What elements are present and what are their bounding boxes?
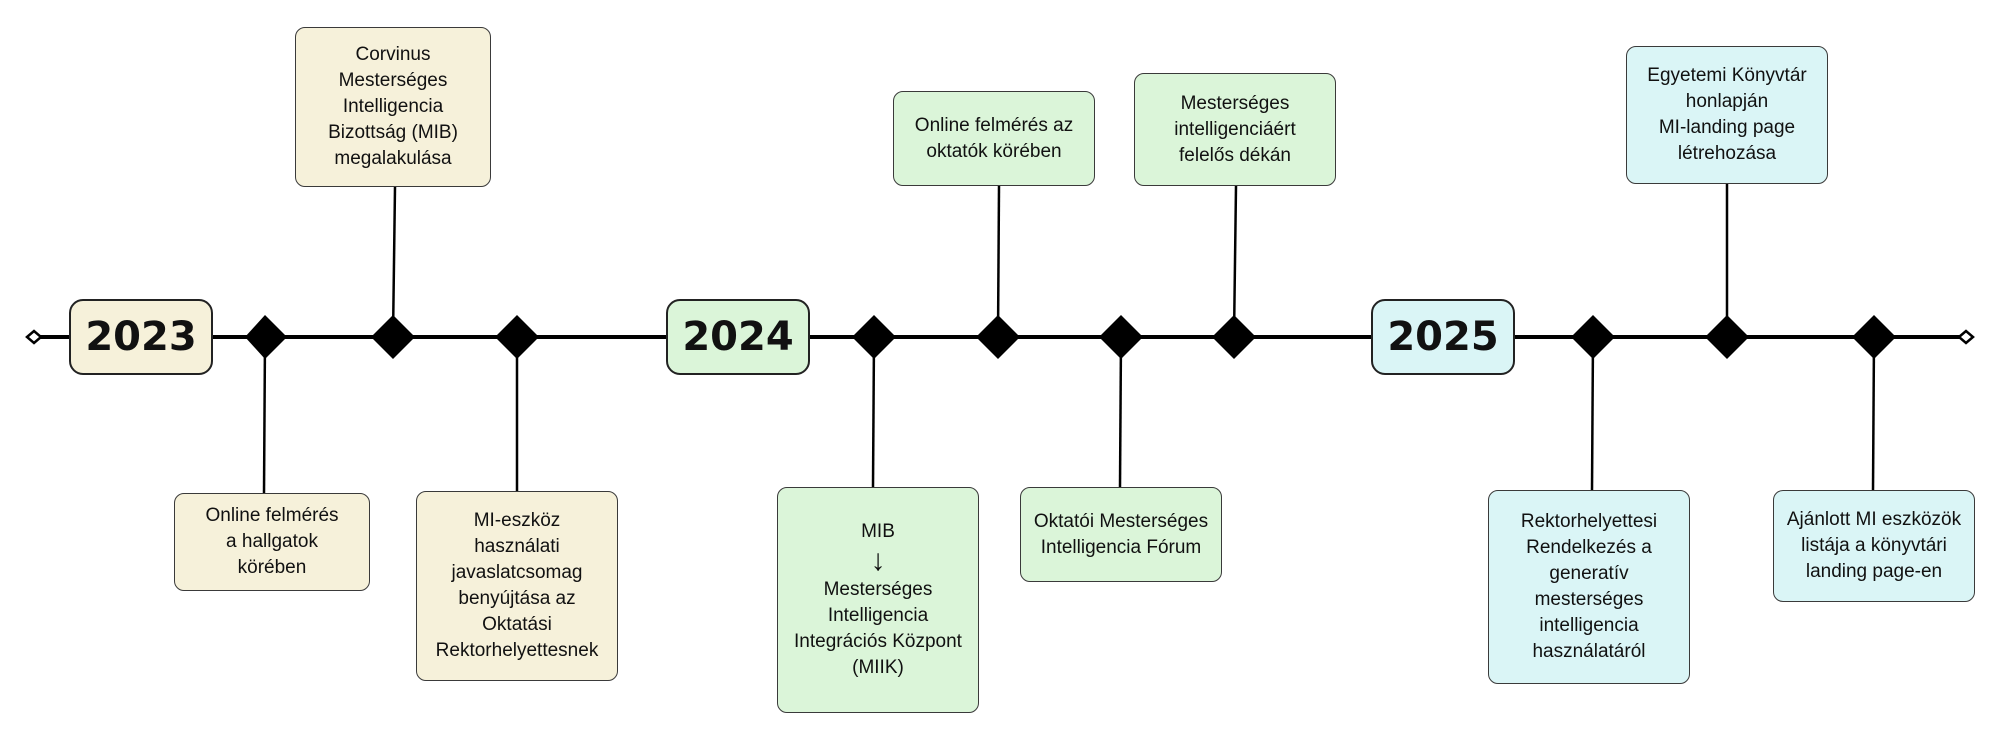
event-text: Ajánlott MI eszközök listája a könyvtári… <box>1786 509 1962 582</box>
event-ai-tool-proposal: MI-eszköz használati javaslatcsomag beny… <box>416 491 618 681</box>
timeline-end-marker <box>1957 329 1975 345</box>
event-library-landing-page: Egyetemi Könyvtár honlapján MI-landing p… <box>1626 46 1828 184</box>
event-mib-to-miik: MIB ↓ Mesterséges Intelligencia Integrác… <box>777 487 979 713</box>
event-text: Oktatói Mesterséges Intelligencia Fórum <box>1033 510 1209 558</box>
milestone-diamond <box>1099 315 1143 359</box>
event-text: Egyetemi Könyvtár honlapján MI-landing p… <box>1647 65 1807 164</box>
milestone-diamond <box>495 315 539 359</box>
event-text-bottom: Mesterséges Intelligencia Integrációs Kö… <box>794 579 962 678</box>
year-badge-2025: 2025 <box>1371 299 1515 375</box>
connector-e10 <box>1871 336 1876 491</box>
milestone-diamond <box>1571 315 1615 359</box>
timeline-start-marker <box>25 329 43 345</box>
year-badge-2023: 2023 <box>69 299 213 375</box>
milestone-diamond <box>1852 315 1896 359</box>
connector-e8 <box>1590 336 1595 491</box>
year-badge-2024: 2024 <box>666 299 810 375</box>
connector-e7 <box>1232 185 1238 338</box>
connector-e1 <box>262 336 267 494</box>
connector-e2 <box>391 186 397 338</box>
milestone-diamond <box>371 315 415 359</box>
event-text: Corvinus Mesterséges Intelligencia Bizot… <box>328 44 458 169</box>
milestone-diamond <box>1705 315 1749 359</box>
connector-e4 <box>871 336 876 488</box>
event-recommended-ai-tools: Ajánlott MI eszközök listája a könyvtári… <box>1773 490 1975 602</box>
event-text: Rektorhelyettesi Rendelkezés a generatív… <box>1520 511 1658 662</box>
event-text: Online felmérés a hallgatok körében <box>205 505 339 578</box>
milestone-diamond <box>976 315 1020 359</box>
connector-e5 <box>996 185 1001 338</box>
milestone-diamond <box>245 315 287 359</box>
milestone-diamond <box>852 315 896 359</box>
event-online-survey-teachers: Online felmérés az oktatók körében <box>893 91 1095 186</box>
event-ai-dean: Mesterséges intelligenciáért felelős dék… <box>1134 73 1336 186</box>
arrow-down-icon: ↓ <box>870 544 886 577</box>
event-text: Online felmérés az oktatók körében <box>914 114 1074 162</box>
event-text: MI-eszköz használati javaslatcsomag beny… <box>435 510 599 661</box>
event-vice-rector-decree: Rektorhelyettesi Rendelkezés a generatív… <box>1488 490 1690 684</box>
connector-e6 <box>1118 336 1123 488</box>
event-text: Mesterséges intelligenciáért felelős dék… <box>1174 92 1296 166</box>
event-text-top: MIB <box>861 521 895 542</box>
event-online-survey-students: Online felmérés a hallgatok körében <box>174 493 370 591</box>
event-mib-founded: Corvinus Mesterséges Intelligencia Bizot… <box>295 27 491 187</box>
milestone-diamond <box>1212 315 1256 359</box>
event-teacher-ai-forum: Oktatói Mesterséges Intelligencia Fórum <box>1020 487 1222 582</box>
